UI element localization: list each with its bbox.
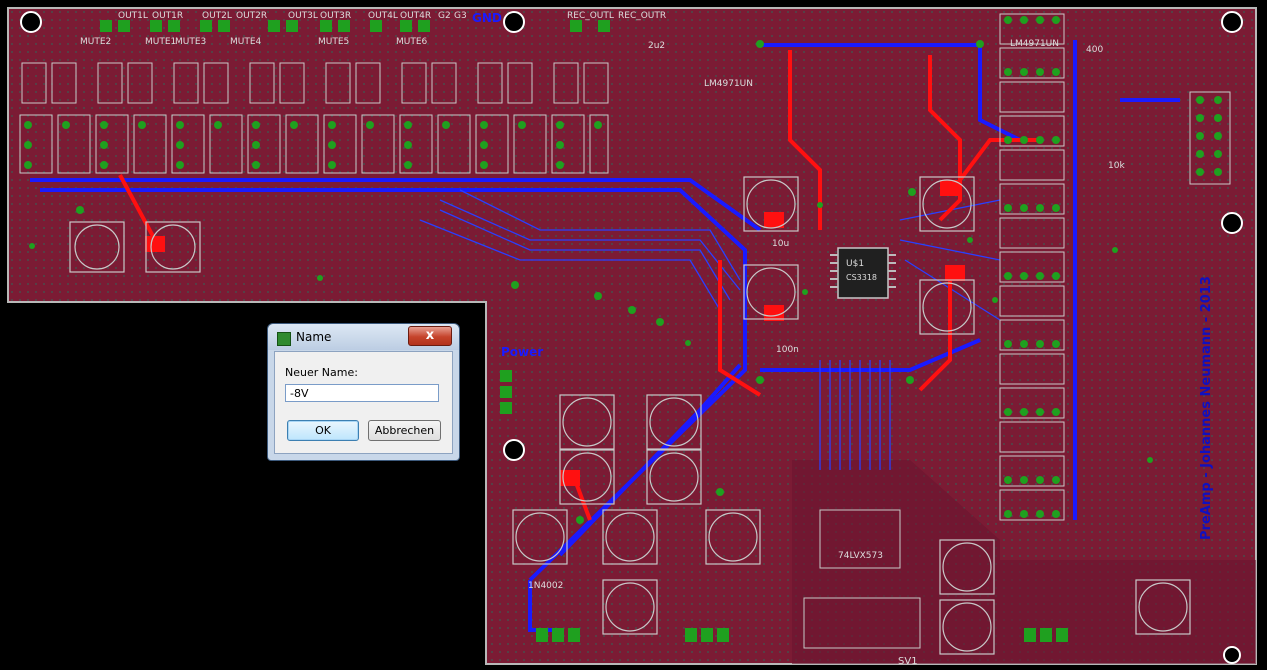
chip-cs3318 — [837, 247, 889, 299]
dialog-title: Name — [296, 330, 332, 344]
power-label: Power — [501, 345, 543, 359]
label-mute4: MUTE4 — [230, 37, 262, 47]
label-rec-outr: REC_OUTR — [618, 11, 666, 21]
diode-label: 1N4002 — [528, 581, 563, 591]
ok-button[interactable]: OK — [287, 420, 359, 441]
label-mute2: MUTE2 — [80, 37, 111, 47]
label-out2r: OUT2R — [236, 11, 267, 21]
label-mute1: MUTE1 — [145, 37, 176, 47]
cap-label-10u: 10u — [772, 239, 789, 249]
label-out1l: OUT1L — [118, 11, 148, 21]
cap-label-100n: 100n — [776, 345, 799, 355]
dialog-titlebar[interactable]: Name x — [268, 324, 459, 350]
close-button[interactable]: x — [408, 326, 452, 346]
label-out1r: OUT1R — [152, 11, 183, 21]
opamp-label-2: LM4971UN — [704, 79, 753, 89]
label-mute3: MUTE3 — [175, 37, 206, 47]
dialog-body: Neuer Name: -8V OK Abbrechen — [274, 351, 453, 454]
app-icon — [277, 332, 291, 346]
chip-74lvx573 — [819, 509, 901, 569]
opamp-row-left — [19, 114, 609, 174]
label-out4r: OUT4R — [400, 11, 431, 21]
label-mute5: MUTE5 — [318, 37, 349, 47]
name-input[interactable]: -8V — [285, 384, 439, 402]
mounting-holes — [20, 11, 1243, 664]
label-g3: G3 — [454, 11, 467, 21]
label-out3r: OUT3R — [320, 11, 351, 21]
label-rec-outl: REC_OUTL — [567, 11, 614, 21]
label-g2: G2 — [438, 11, 451, 21]
credit-label: PreAmp - Johannes Neumann - 2013 — [1199, 276, 1214, 540]
chip-main-label: U$1 — [846, 259, 864, 269]
name-field-label: Neuer Name: — [285, 366, 358, 379]
rename-dialog: Name x Neuer Name: -8V OK Abbrechen — [267, 323, 460, 461]
connector-sv1 — [803, 597, 921, 649]
label-mute6: MUTE6 — [396, 37, 428, 47]
connector-label: SV1 — [898, 656, 918, 667]
chip-main-sub: CS3318 — [846, 273, 877, 282]
label-out3l: OUT3L — [288, 11, 318, 21]
chip-latch-label: 74LVX573 — [838, 551, 883, 561]
cancel-button[interactable]: Abbrechen — [368, 420, 441, 441]
label-gnd: GND — [472, 11, 502, 25]
label-2u2: 2u2 — [648, 41, 665, 51]
label-out4l: OUT4L — [368, 11, 398, 21]
res-label-400: 400 — [1086, 45, 1103, 55]
label-out2l: OUT2L — [202, 11, 232, 21]
label-10k: 10k — [1108, 161, 1125, 171]
opamp-label: LM4971UN — [1010, 39, 1059, 49]
